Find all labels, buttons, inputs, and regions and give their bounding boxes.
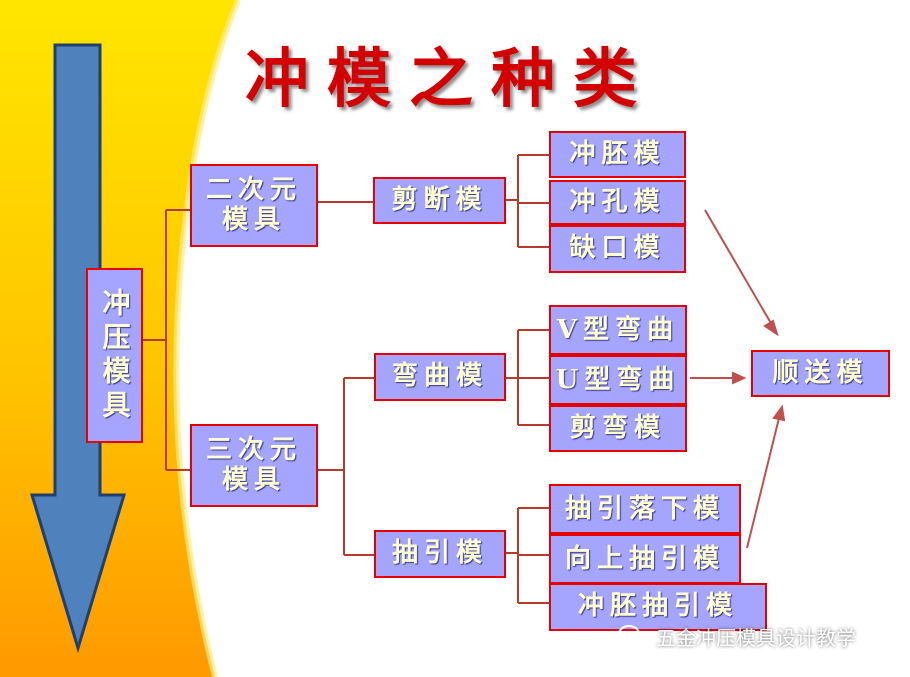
node-shear-bending-die: 剪弯模 [549, 405, 687, 452]
wechat-icon [618, 624, 647, 648]
node-v-bending-die: V型弯曲 [549, 305, 687, 355]
watermark: 五金冲压模具设计教学 [618, 622, 856, 651]
node-draw-down-die: 抽引落下模 [549, 484, 741, 534]
node-drawing-die: 抽引模 [374, 530, 506, 578]
node-two-dimensional-die: 二次元模具 [190, 164, 318, 247]
watermark-text: 五金冲压模具设计教学 [656, 626, 856, 650]
node-shearing-die: 剪断模 [373, 177, 506, 224]
node-progressive-die: 顺送模 [751, 350, 890, 397]
node-three-dimensional-die: 三次元模具 [190, 424, 318, 507]
node-blanking-die: 冲胚模 [549, 131, 686, 178]
page-title: 冲模之种类 [245, 42, 655, 117]
node-blank-draw-die: 冲胚抽引模 [549, 583, 767, 631]
node-draw-up-die: 向上抽引模 [549, 534, 741, 584]
node-notching-die: 缺口模 [549, 225, 686, 273]
node-piercing-die: 冲孔模 [549, 180, 686, 225]
node-bending-die: 弯曲模 [374, 353, 506, 401]
node-u-bending-die: U型弯曲 [549, 355, 687, 405]
node-stamping-die: 冲压模具 [86, 268, 143, 443]
